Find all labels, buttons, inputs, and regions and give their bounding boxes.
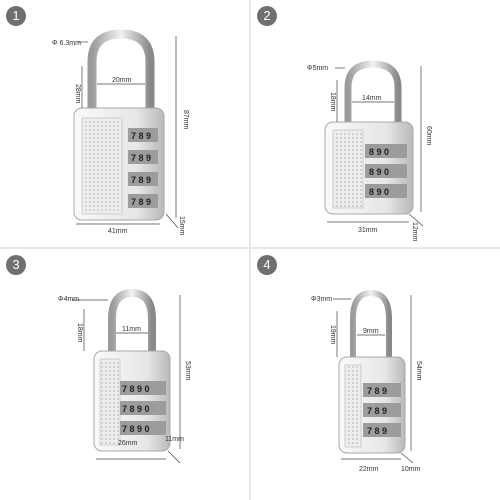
dim-shackle-height: 18mm [329,92,336,112]
panel-number-badge: 3 [6,255,26,275]
dial-digits[interactable]: 7 8 9 0 [122,424,150,434]
dial-digits[interactable]: 7 8 9 [131,131,151,141]
dim-width: 41mm [108,228,128,235]
dim-depth: 15mm [178,216,185,236]
dim-shackle-diameter: Φ 6.3mm [52,40,81,47]
panel-4: 7 8 9 7 8 9 7 8 9 Φ3mm 19mm 9mm 54mm 22m… [251,249,500,496]
dial-digits[interactable]: 8 9 0 [369,187,389,197]
dim-width: 26mm [118,440,138,447]
dim-shackle-width: 11mm [122,326,141,333]
dim-shackle-width: 14mm [362,95,382,102]
dim-shackle-height: 18mm [76,323,83,343]
dim-width: 31mm [358,227,378,234]
dim-depth: 11mm [165,436,184,443]
dial-digits[interactable]: 7 8 9 [367,386,387,396]
dim-shackle-diameter: Φ4mm [58,296,79,303]
divider-vertical [249,0,251,500]
dim-shackle-height: 28mm [74,84,81,104]
panel-number-badge: 4 [257,255,277,275]
dial-digits[interactable]: 7 8 9 [367,426,387,436]
padlock-2-drawing: 8 9 0 8 9 0 8 9 0 Φ5mm 18mm 14mm 60mm 31… [307,60,432,242]
panel-number-badge: 1 [6,6,26,26]
panel-2: 8 9 0 8 9 0 8 9 0 Φ5mm 18mm 14mm 60mm 31… [251,0,500,247]
padlock-4-drawing: 7 8 9 7 8 9 7 8 9 Φ3mm 19mm 9mm 54mm 22m… [311,289,422,473]
dial-wheels: 7 8 9 7 8 9 7 8 9 7 8 9 [128,128,158,208]
panel-number-badge: 2 [257,6,277,26]
padlock-1-drawing: 7 8 9 7 8 9 7 8 9 7 8 9 Φ 6.3mm 28mm 20m… [52,29,189,236]
dial-digits[interactable]: 7 8 9 [131,153,151,163]
dim-height: 60mm [425,126,432,146]
dim-shackle-height: 19mm [329,325,336,345]
padlock-3-drawing: 7 8 9 0 7 8 9 0 7 8 9 0 Φ4mm 18mm 11mm 5… [58,288,191,464]
dim-depth: 10mm [401,466,421,473]
dim-shackle-width: 9mm [363,328,379,335]
dial-digits[interactable]: 7 8 9 [131,175,151,185]
dial-digits[interactable]: 7 8 9 0 [122,384,150,394]
panel-3: 7 8 9 0 7 8 9 0 7 8 9 0 Φ4mm 18mm 11mm 5… [0,249,249,496]
dim-height: 87mm [182,110,189,130]
dim-shackle-width: 20mm [112,77,132,84]
dial-digits[interactable]: 7 8 9 [367,406,387,416]
dial-digits[interactable]: 7 8 9 0 [122,404,150,414]
dim-shackle-diameter: Φ5mm [307,65,328,72]
dial-digits[interactable]: 7 8 9 [131,197,151,207]
dim-depth: 12mm [411,222,418,242]
dial-digits[interactable]: 8 9 0 [369,167,389,177]
panel-1: 7 8 9 7 8 9 7 8 9 7 8 9 Φ 6.3mm 28mm 20m… [0,0,249,247]
dim-height: 54mm [415,361,422,381]
divider-horizontal [0,247,500,249]
dial-digits[interactable]: 8 9 0 [369,147,389,157]
dim-shackle-diameter: Φ3mm [311,296,332,303]
dim-height: 53mm [184,361,191,381]
dim-width: 22mm [359,466,379,473]
